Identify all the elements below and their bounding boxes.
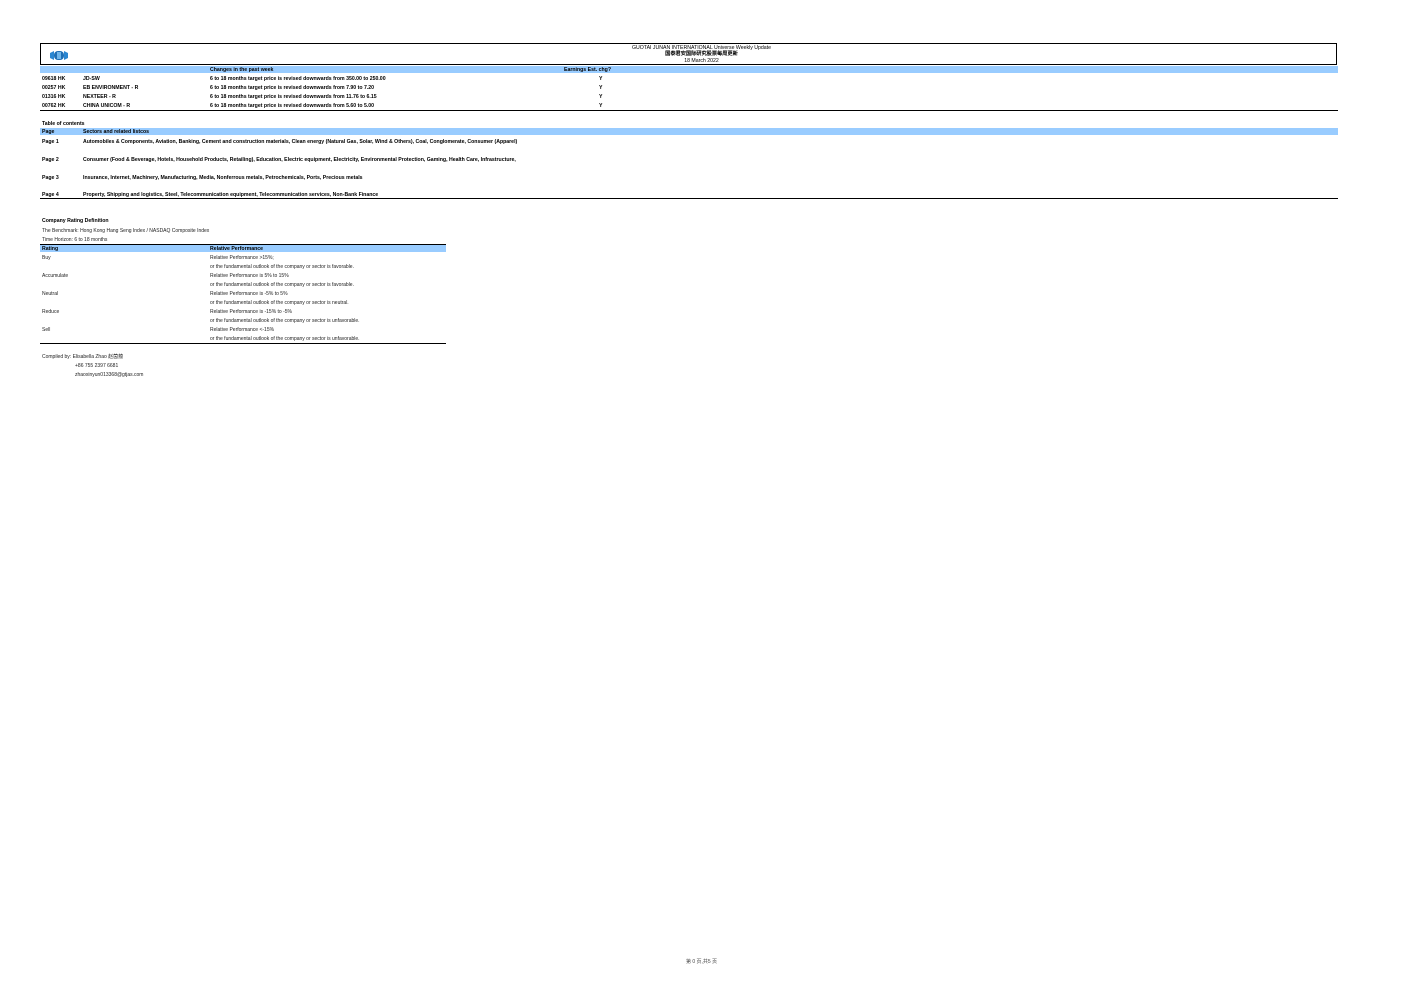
- rating-horizon: Time Horizon: 6 to 18 months: [42, 237, 108, 243]
- change-description: 6 to 18 months target price is revised d…: [210, 76, 386, 82]
- earnings-flag: Y: [599, 85, 603, 91]
- rating-perf-line1: Relative Performance is -15% to -5%: [210, 309, 292, 315]
- toc-sectors: Property, Shipping and logistics, Steel,…: [83, 192, 379, 198]
- toc-page: Page 1: [42, 139, 59, 145]
- earnings-flag: Y: [599, 103, 603, 109]
- ticker: 00762 HK: [42, 103, 66, 109]
- rating-perf-line2: or the fundamental outlook of the compan…: [210, 264, 354, 270]
- compiler-email[interactable]: zhaoxinyun013368@gtjas.com: [75, 372, 144, 378]
- earnings-flag: Y: [599, 94, 603, 100]
- change-description: 6 to 18 months target price is revised d…: [210, 103, 375, 109]
- company-name: NEXTEER - R: [83, 94, 116, 100]
- toc-bottom-rule: [40, 198, 1338, 199]
- ticker: 00257 HK: [42, 85, 66, 91]
- rating-column-header: Rating: [42, 246, 59, 252]
- rating-perf-line1: Relative Performance is 5% to 15%: [210, 273, 289, 279]
- rating-perf-line2: or the fundamental outlook of the compan…: [210, 300, 349, 306]
- toc-sectors: Automobiles & Components, Aviation, Bank…: [83, 139, 518, 145]
- company-name: EB ENVIRONMENT - R: [83, 85, 139, 91]
- report-header-box: [40, 43, 1337, 65]
- rating-perf-line2: or the fundamental outlook of the compan…: [210, 318, 360, 324]
- rating-bottom-rule: [40, 343, 446, 344]
- toc-page-header: Page: [42, 129, 55, 135]
- changes-bottom-rule: [40, 110, 1338, 111]
- rating-label: Neutral: [42, 291, 59, 297]
- rating-label: Sell: [42, 327, 51, 333]
- changes-row: 00762 HK CHINA UNICOM - R 6 to 18 months…: [0, 103, 1403, 112]
- ticker: 01316 HK: [42, 94, 66, 100]
- rating-perf-line1: Relative Performance is -5% to 5%: [210, 291, 288, 297]
- rating-header-bar: [40, 245, 446, 252]
- rating-perf-line2: or the fundamental outlook of the compan…: [210, 282, 354, 288]
- toc-page: Page 2: [42, 157, 59, 163]
- toc-sectors: Consumer (Food & Beverage, Hotels, House…: [83, 157, 516, 163]
- changes-header-bar: [40, 66, 1338, 73]
- report-subtitle: 国泰君安国际研究股票每周更新: [665, 51, 738, 57]
- earnings-column-header: Earnings Est. chg?: [564, 67, 611, 73]
- rating-label: Reduce: [42, 309, 60, 315]
- earnings-flag: Y: [599, 76, 603, 82]
- rating-perf-line1: Relative Performance <-15%: [210, 327, 275, 333]
- report-date: 18 March 2022: [684, 58, 719, 64]
- compiled-by: Compiled by: Elisabella Zhao 赵茵蕴: [42, 354, 124, 360]
- changes-column-header: Changes in the past week: [210, 67, 274, 73]
- company-name: CHINA UNICOM - R: [83, 103, 131, 109]
- ticker: 09618 HK: [42, 76, 66, 82]
- company-logo-icon: [50, 51, 68, 60]
- rating-top-rule: [40, 244, 446, 245]
- change-description: 6 to 18 months target price is revised d…: [210, 94, 377, 100]
- toc-title: Table of contents: [42, 121, 85, 127]
- toc-sectors: Insurance, Internet, Machinery, Manufact…: [83, 175, 363, 181]
- page-footer: 第 0 页,共5 页: [685, 959, 718, 965]
- toc-sectors-header: Sectors and related listcos: [83, 129, 150, 135]
- rating-perf-line2: or the fundamental outlook of the compan…: [210, 336, 360, 342]
- rating-benchmark: The Benchmark: Hong Kong Hang Seng Index…: [42, 228, 210, 234]
- performance-column-header: Relative Performance: [210, 246, 264, 252]
- toc-page: Page 3: [42, 175, 59, 181]
- toc-page: Page 4: [42, 192, 59, 198]
- rating-label: Buy: [42, 255, 51, 261]
- changes-row: 00257 HK EB ENVIRONMENT - R 6 to 18 mont…: [0, 85, 1403, 94]
- changes-row: 01316 HK NEXTEER - R 6 to 18 months targ…: [0, 94, 1403, 103]
- rating-perf-line1: Relative Performance >15%;: [210, 255, 274, 261]
- change-description: 6 to 18 months target price is revised d…: [210, 85, 375, 91]
- rating-title: Company Rating Definition: [42, 218, 109, 224]
- rating-label: Accumulate: [42, 273, 69, 279]
- report-title: GUOTAI JUNAN INTERNATIONAL Universe Week…: [631, 45, 772, 51]
- compiler-phone: +86 755 2397 6681: [75, 363, 119, 369]
- company-name: JD-SW: [83, 76, 100, 82]
- changes-row: 09618 HK JD-SW 6 to 18 months target pri…: [0, 76, 1403, 85]
- toc-header-bar: [40, 128, 1338, 135]
